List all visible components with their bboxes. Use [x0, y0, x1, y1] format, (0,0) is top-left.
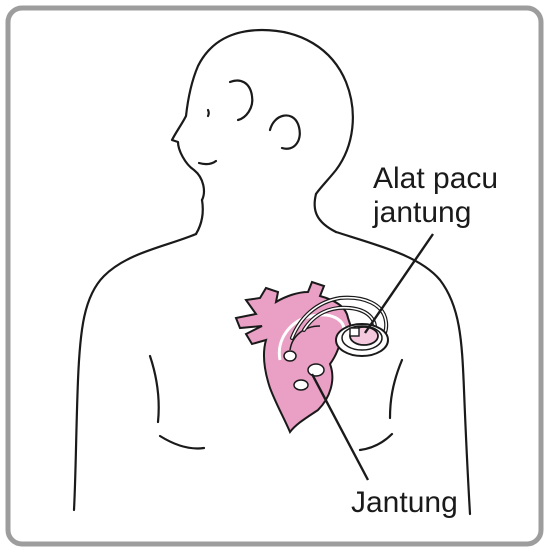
pacemaker-label-line1: Alat pacu [373, 162, 498, 195]
heart-label: Jantung [351, 486, 458, 519]
heart-chamber-2 [294, 380, 308, 390]
eye [208, 110, 209, 116]
heart-chamber-3 [308, 364, 324, 376]
device-header [350, 328, 359, 336]
frame-border [8, 8, 541, 544]
heart-chamber-1 [284, 351, 296, 361]
pacemaker-label-line2: jantung [372, 196, 471, 229]
pacemaker-device-icon [336, 324, 388, 356]
